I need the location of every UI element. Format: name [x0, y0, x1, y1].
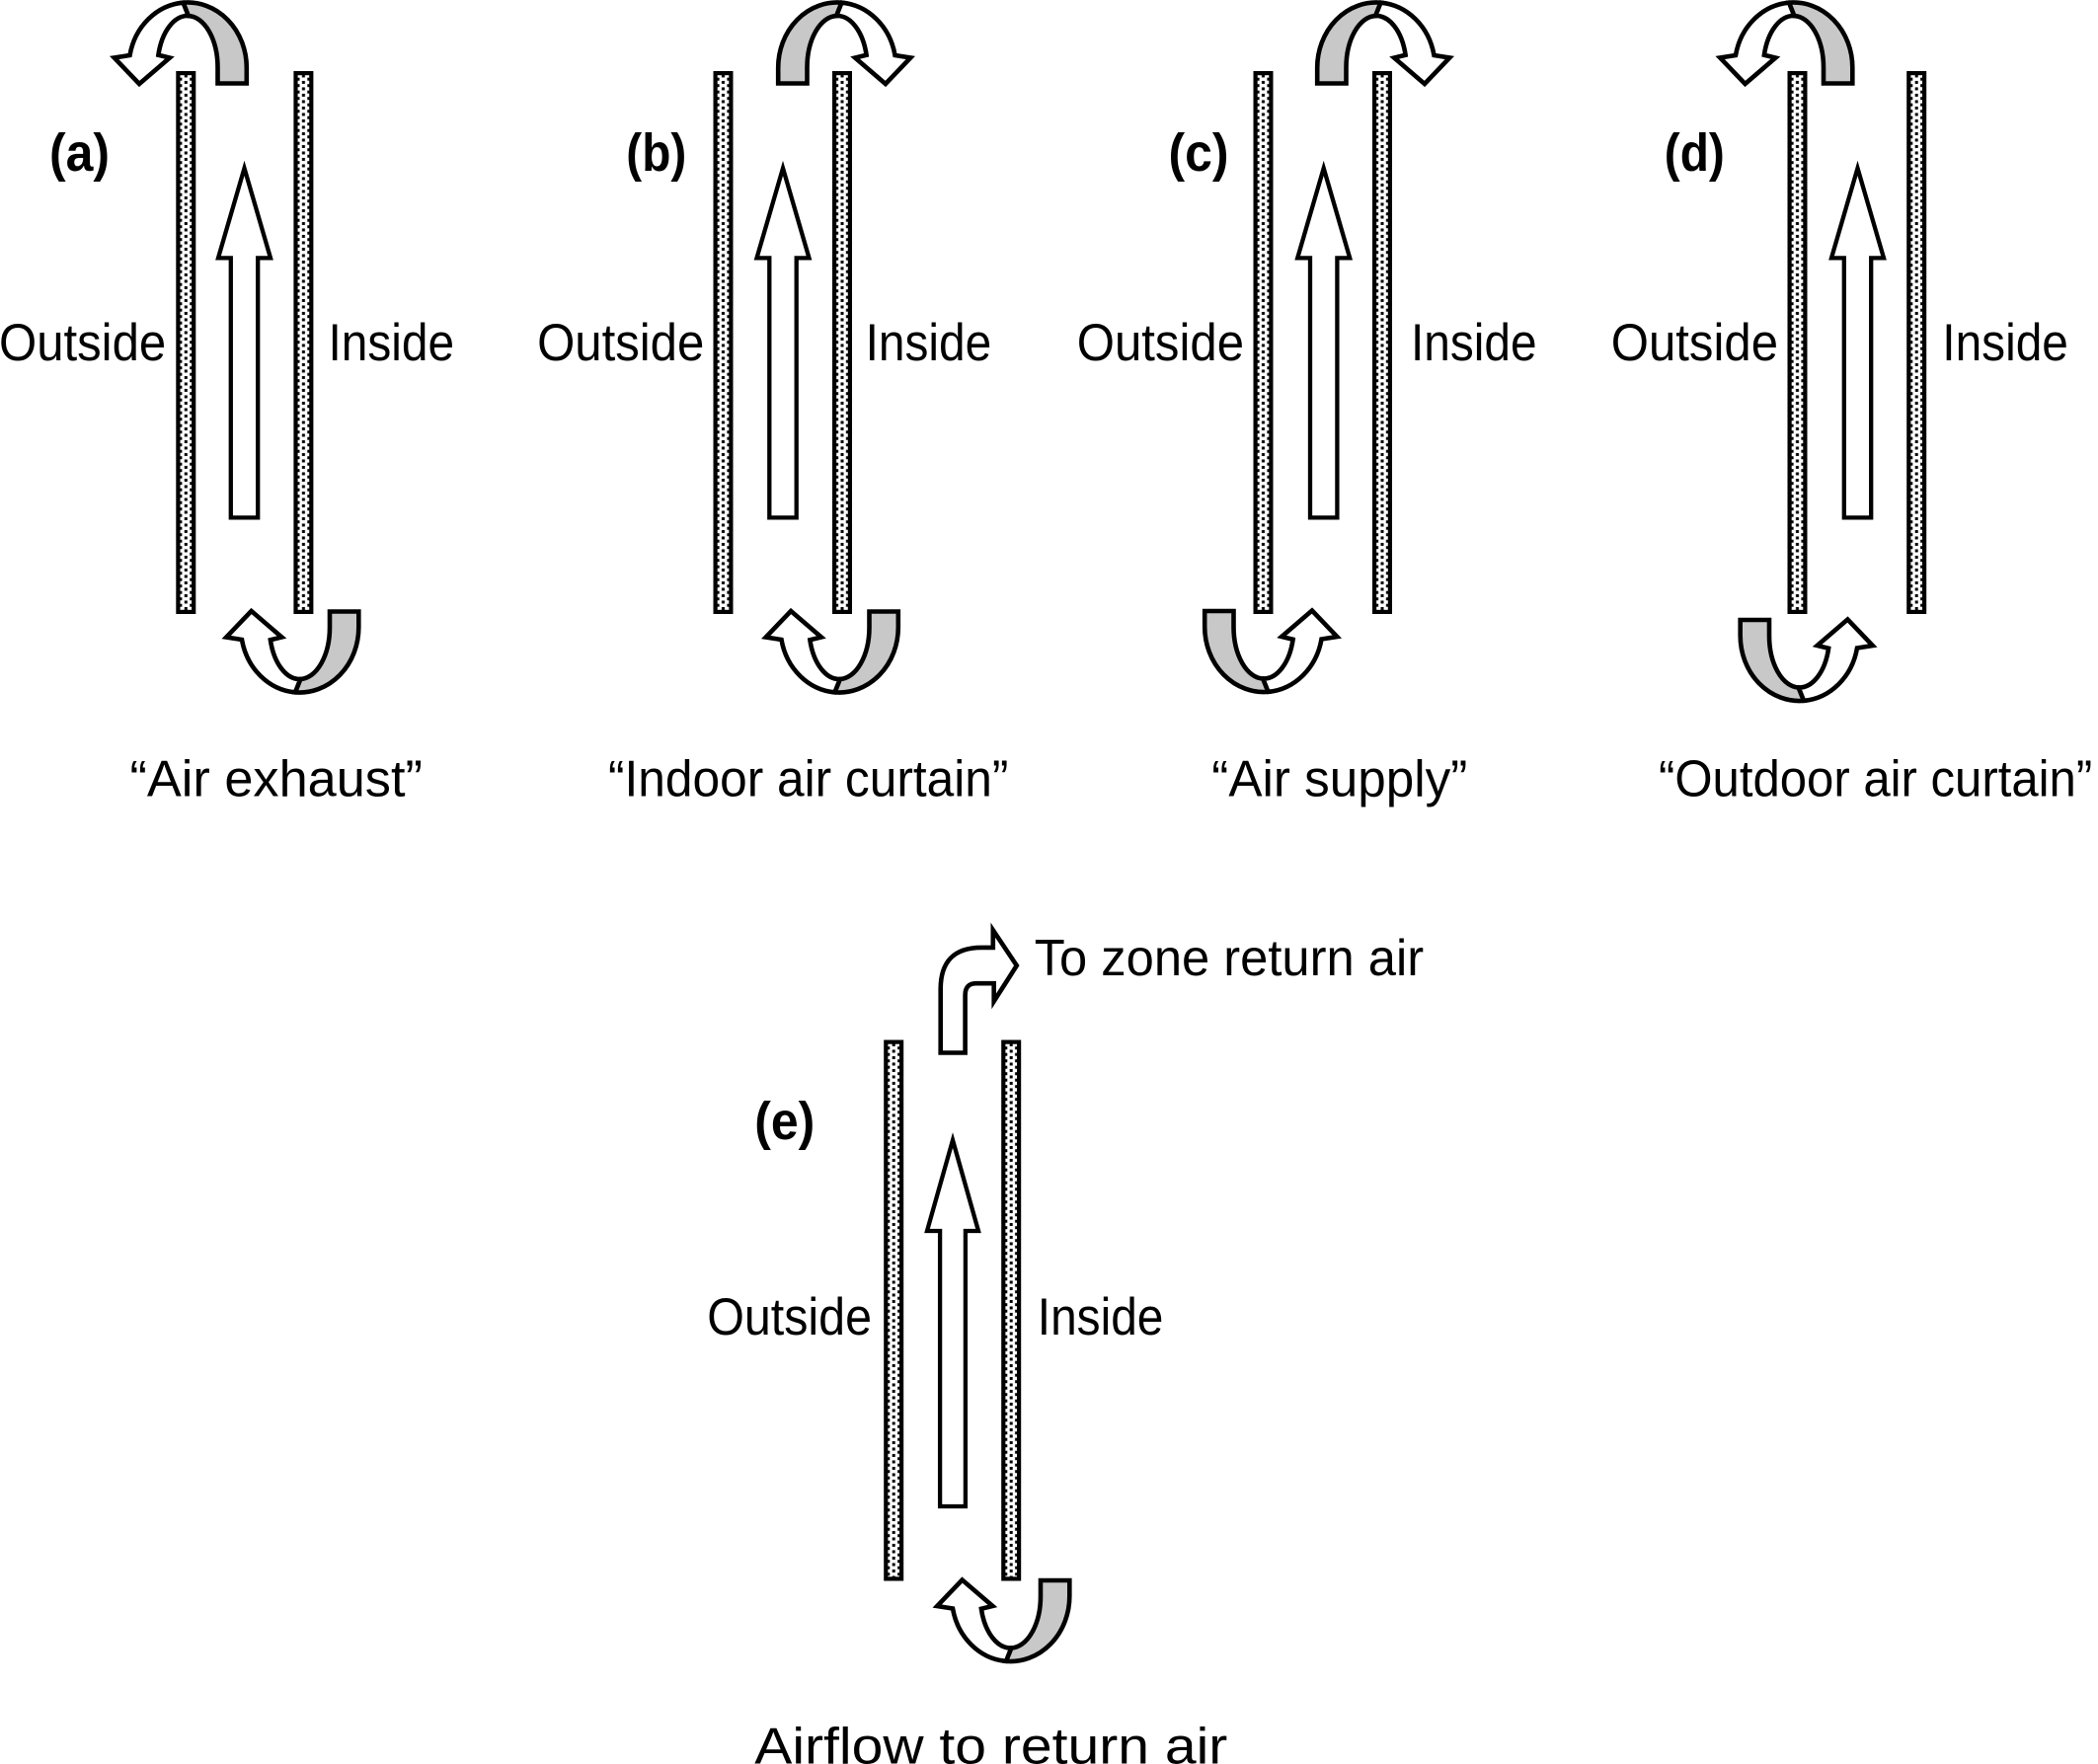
- svg-text:Outside: Outside: [707, 1288, 872, 1346]
- svg-text:To zone return air: To zone return air: [1035, 930, 1424, 987]
- svg-text:Inside: Inside: [1411, 314, 1537, 372]
- svg-text:Airflow to return air: Airflow to return air: [754, 1719, 1227, 1764]
- svg-text:Outside: Outside: [1611, 314, 1778, 372]
- svg-text:Inside: Inside: [1038, 1288, 1164, 1346]
- svg-text:(d): (d): [1665, 123, 1725, 183]
- svg-text:(b): (b): [626, 123, 686, 183]
- svg-text:Outside: Outside: [1077, 314, 1244, 372]
- svg-text:Inside: Inside: [329, 314, 455, 372]
- svg-text:“Air supply”: “Air supply”: [1211, 751, 1467, 808]
- svg-text:(e): (e): [754, 1092, 815, 1151]
- svg-text:Inside: Inside: [866, 314, 992, 372]
- svg-text:(c): (c): [1169, 123, 1229, 183]
- svg-text:(a): (a): [49, 123, 110, 183]
- svg-text:“Air exhaust”: “Air exhaust”: [130, 751, 423, 808]
- svg-text:“Outdoor air curtain”: “Outdoor air curtain”: [1659, 751, 2092, 808]
- svg-text:Outside: Outside: [0, 314, 166, 372]
- svg-text:Inside: Inside: [1942, 314, 2068, 372]
- svg-text:Outside: Outside: [537, 314, 704, 372]
- svg-text:“Indoor air curtain”: “Indoor air curtain”: [608, 751, 1008, 808]
